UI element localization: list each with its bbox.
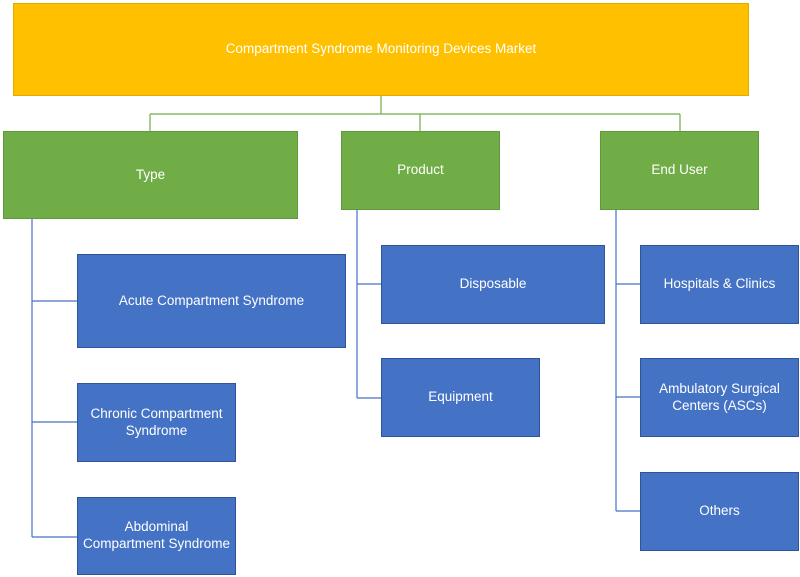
leaf-acute-compartment-syndrome: Acute Compartment Syndrome	[77, 254, 346, 348]
leaf-abdominal-compartment-syndrome: Abdominal Compartment Syndrome	[77, 497, 236, 575]
leaf-equipment: Equipment	[381, 358, 540, 437]
category-type-label: Type	[135, 166, 166, 182]
leaf-label: Others	[699, 503, 740, 519]
category-product-label: Product	[397, 162, 444, 178]
leaf-label-line-2: Compartment Syndrome	[82, 536, 231, 551]
leaf-label: Equipment	[428, 389, 493, 405]
category-end-user: End User	[600, 131, 759, 210]
category-end-user-label: End User	[651, 162, 708, 178]
leaf-label-line-2: Syndrome	[125, 422, 188, 438]
leaf-label-line-2: Centers (ASCs)	[672, 397, 767, 413]
leaf-chronic-compartment-syndrome: Chronic Compartment Syndrome	[77, 383, 236, 462]
leaf-others: Others	[640, 472, 799, 551]
leaf-hospitals-clinics: Hospitals & Clinics	[640, 245, 799, 324]
leaf-label-line-1: Chronic Compartment	[90, 405, 223, 421]
leaf-label-line-1: Abdominal	[124, 519, 189, 535]
category-product: Product	[341, 131, 500, 210]
category-type: Type	[3, 131, 298, 219]
root-node: Compartment Syndrome Monitoring Devices …	[13, 3, 749, 96]
leaf-label: Acute Compartment Syndrome	[118, 292, 305, 308]
leaf-ambulatory-surgical-centers: Ambulatory Surgical Centers (ASCs)	[640, 358, 799, 437]
leaf-label: Hospitals & Clinics	[663, 276, 776, 292]
leaf-label-line-1: Ambulatory Surgical	[659, 380, 780, 396]
root-label: Compartment Syndrome Monitoring Devices …	[225, 41, 537, 57]
leaf-disposable: Disposable	[381, 245, 605, 324]
leaf-label: Disposable	[459, 276, 527, 292]
